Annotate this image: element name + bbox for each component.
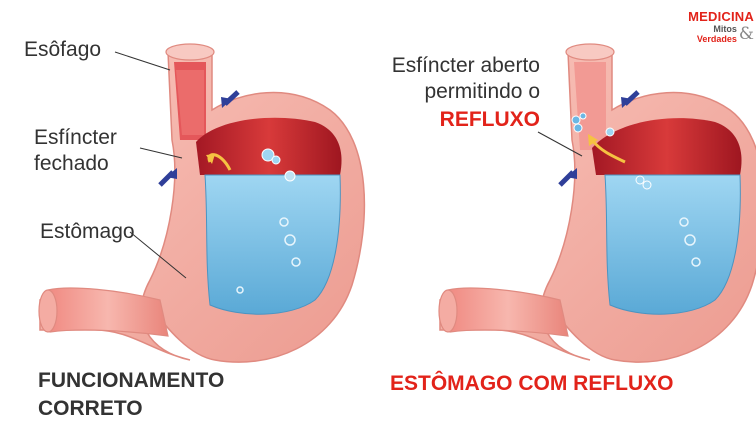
label-esofago: Esôfago	[24, 38, 101, 62]
logo-verdades: Verdades	[697, 34, 737, 44]
label-esfincter-aberto-1: Esfíncter aberto	[386, 54, 540, 78]
label-esfincter-aberto-2: permitindo o	[386, 80, 540, 104]
logo-ampersand: &	[739, 24, 754, 44]
esophagus-opening	[166, 44, 214, 60]
caption-estomago-com-refluxo: ESTÔMAGO COM REFLUXO	[390, 372, 674, 396]
brand-logo: MEDICINA Mitos Verdades &	[688, 10, 754, 44]
label-refluxo: REFLUXO	[386, 108, 540, 132]
label-esfincter-fechado-2: fechado	[34, 152, 109, 176]
esophagus-opening	[566, 44, 614, 60]
logo-mitos: Mitos	[697, 24, 737, 34]
label-estomago: Estômago	[40, 220, 135, 244]
logo-title: MEDICINA	[688, 10, 754, 24]
stomach-acid	[205, 175, 340, 314]
stomach-acid	[605, 175, 740, 314]
caption-correto: CORRETO	[38, 397, 143, 421]
caption-funcionamento: FUNCIONAMENTO	[38, 369, 224, 393]
stomach-normal	[39, 44, 364, 362]
label-esfincter-fechado-1: Esfíncter	[34, 126, 117, 150]
